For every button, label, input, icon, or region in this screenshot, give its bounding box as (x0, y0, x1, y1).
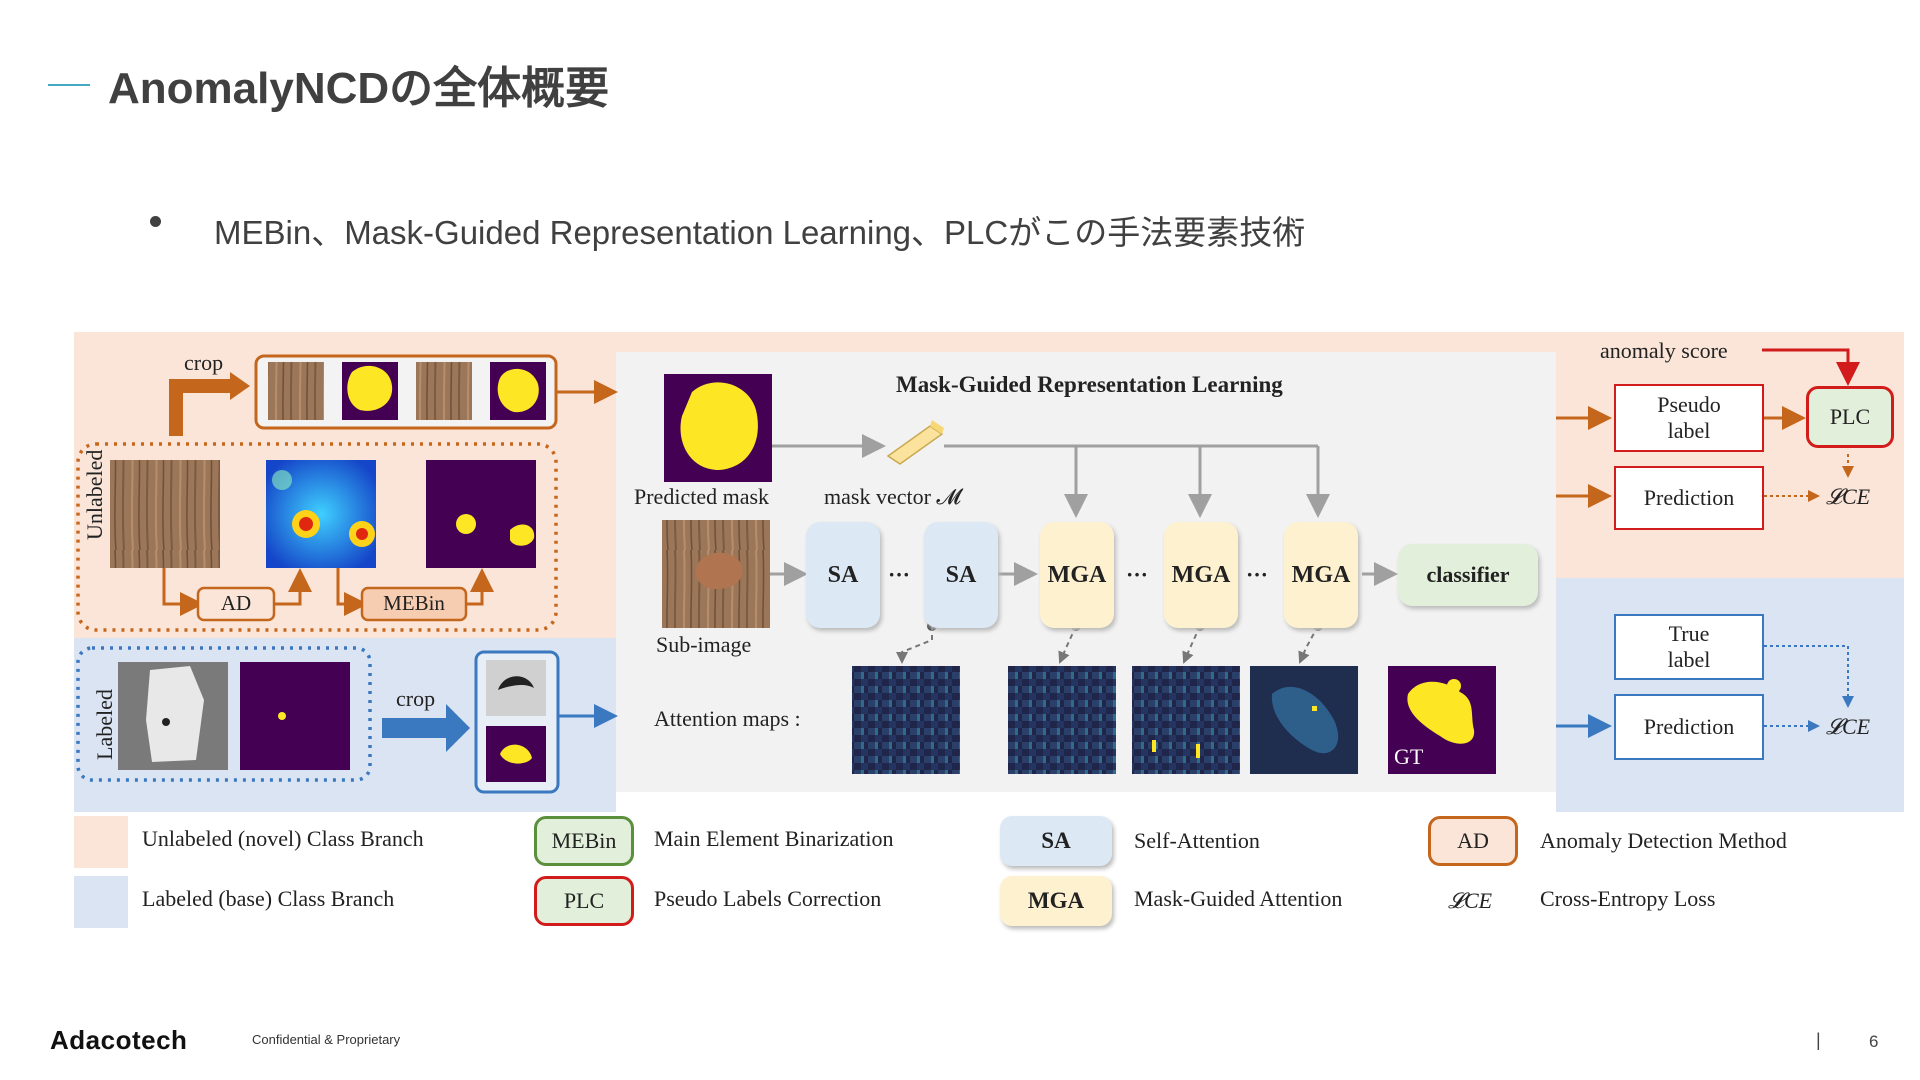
labeled-group (76, 646, 372, 782)
mask-vector-label: mask vector 𝓜 (824, 484, 962, 509)
legend-plc-desc: Pseudo Labels Correction (654, 886, 882, 911)
gt-label: GT (1394, 744, 1424, 769)
legend-sa-key: SA (1000, 816, 1112, 866)
ad-box: AD (220, 591, 252, 616)
page-number: 6 (1869, 1032, 1879, 1051)
page-title: AnomalyNCDの全体概要 (108, 64, 610, 113)
legend-ad-desc: Anomaly Detection Method (1540, 828, 1787, 853)
unlabeled-side-label: Unlabeled (82, 449, 107, 540)
sa-block-1: SA (806, 522, 880, 628)
confidential-note: Confidential & Proprietary (252, 1032, 401, 1047)
predicted-mask-label: Predicted mask (634, 484, 770, 509)
legend-plc-key: PLC (534, 876, 634, 926)
ellipsis-2: ··· (1126, 562, 1149, 587)
attention-map-3 (1132, 666, 1240, 774)
classifier-block: classifier (1398, 544, 1538, 606)
loss-labeled: 𝓛CE (1826, 714, 1871, 739)
brand-logo: Adacotech (50, 1025, 188, 1055)
labeled-side-label: Labeled (92, 689, 117, 760)
title-accent-line (48, 84, 90, 86)
mebin-box: MEBin (383, 591, 445, 616)
mga-block-3: MGA (1284, 522, 1358, 628)
footer-separator: | (1816, 1030, 1821, 1050)
unlabeled-image (110, 460, 220, 568)
mebin-mask-image (426, 460, 536, 568)
legend-unlabeled-swatch (74, 816, 128, 868)
legend-mebin-desc: Main Element Binarization (654, 826, 894, 851)
legend-ad-key: AD (1428, 816, 1518, 866)
plc-box: PLC (1806, 386, 1894, 448)
legend-sa-desc: Self-Attention (1134, 828, 1260, 853)
pseudo-label-box: Pseudo label (1614, 384, 1764, 452)
legend-mebin-key: MEBin (534, 816, 634, 866)
anomaly-score-label: anomaly score (1600, 338, 1728, 363)
attention-map-2 (1008, 666, 1116, 774)
labeled-mask-image (240, 662, 350, 770)
bullet-icon (150, 216, 161, 227)
bullet-text: MEBin、Mask-Guided Representation Learnin… (214, 214, 1306, 251)
prediction-box-unlabeled: Prediction (1614, 466, 1764, 530)
attention-map-1 (852, 666, 960, 774)
true-label-box: True label (1614, 614, 1764, 680)
loss-unlabeled: 𝓛CE (1826, 484, 1871, 509)
legend-mga-key: MGA (1000, 876, 1112, 926)
sa-block-2: SA (924, 522, 998, 628)
legend-mga-desc: Mask-Guided Attention (1134, 886, 1343, 911)
sub-image-label: Sub-image (656, 632, 752, 657)
legend-loss-desc: Cross-Entropy Loss (1540, 886, 1716, 911)
legend-loss-key: 𝓛CE (1448, 888, 1493, 913)
prediction-box-labeled: Prediction (1614, 694, 1764, 760)
legend-unlabeled-text: Unlabeled (novel) Class Branch (142, 826, 424, 851)
legend-labeled-swatch (74, 876, 128, 928)
attention-maps-label: Attention maps : (654, 706, 801, 731)
ellipsis-3: ··· (1246, 562, 1269, 587)
mga-block-2: MGA (1164, 522, 1238, 628)
crop-top-label: crop (184, 350, 224, 375)
legend-labeled-text: Labeled (base) Class Branch (142, 886, 395, 911)
crop-bottom-label: crop (396, 686, 436, 711)
ellipsis-1: ··· (888, 562, 911, 587)
mga-block-1: MGA (1040, 522, 1114, 628)
section-title: Mask-Guided Representation Learning (896, 372, 1283, 397)
